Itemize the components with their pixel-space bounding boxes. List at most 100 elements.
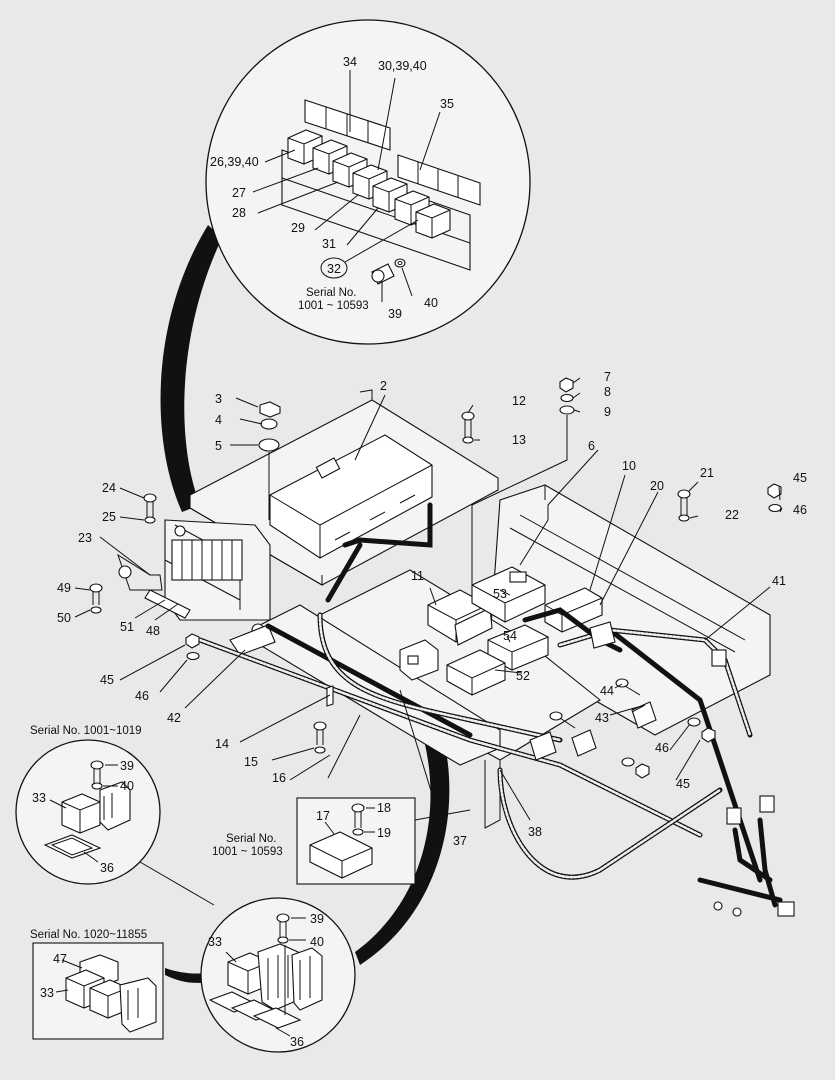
bracket-48-plate [144,589,191,619]
relay-47 [65,954,157,1033]
bolt-44a [615,678,641,696]
connector-arc-top [160,225,222,512]
bolt-15 [313,721,327,745]
nut-45-lower [635,763,650,779]
label-plate-34 [304,99,391,151]
callout-51: 51 [120,620,134,634]
clamp-38 [529,731,557,761]
serial-box-bottom-left: Serial No. 1020~11855 47 33 [30,929,164,1040]
left-detail-circle: Serial No. 1001~1019 39 40 33 36 [15,725,215,906]
grommet-41 [589,621,616,649]
bolt-49 [89,583,103,605]
top-detail-circle: 34 30,39,40 35 26,39,40 27 28 29 31 32 S… [205,19,531,345]
callout-33-box: 33 [40,986,54,1000]
nut-45-right [701,727,716,743]
callout-34: 34 [343,55,357,69]
callout-40-top: 40 [424,296,438,310]
washer-40-left [91,782,103,790]
harness-branch-right [697,817,783,908]
callout-40-left: 40 [120,779,134,793]
washer-46-left [186,651,200,661]
callout-33-bottom: 33 [208,935,222,949]
relay-row [287,129,451,239]
module-17 [309,831,373,879]
gasket-36-left [43,834,102,859]
callout-10: 10 [622,459,636,473]
callout-20: 20 [650,479,664,493]
harness-rear [522,607,623,653]
washer-22 [678,514,690,522]
callout-45-right: 45 [676,777,690,791]
nut-45-top [767,483,782,499]
callout-39-top: 39 [388,307,402,321]
callout-27: 27 [232,186,246,200]
callout-32-circle [320,257,348,279]
bolt-39 [371,263,395,285]
callout-36-bottom: 36 [290,1035,304,1049]
callout-47: 47 [53,952,67,966]
callout-23: 23 [78,531,92,545]
callout-32: 32 [327,262,341,276]
bolt-24 [143,493,157,518]
callout-5: 5 [215,439,222,453]
callout-52: 52 [516,669,530,683]
bracket-42-clip [229,624,276,656]
relay-33-bottom [227,943,323,1011]
washer-40 [394,258,406,268]
washer-9 [559,405,575,415]
callout-45-left: 45 [100,673,114,687]
callout-36-left: 36 [100,861,114,875]
serial-top-range: 1001 ~ 10593 [298,300,369,312]
harness-controller [325,502,433,603]
washer-40-bottom [277,936,289,944]
callout-17: 17 [316,809,330,823]
controller-2 [269,434,433,559]
connector-right-c [777,901,795,917]
nut-3 [259,401,281,418]
nut-45-left [185,633,200,649]
callout-53: 53 [493,587,507,601]
callout-7: 7 [604,370,611,384]
washer-50 [90,606,102,614]
callout-25: 25 [102,510,116,524]
connector-block [399,639,439,681]
callout-15: 15 [244,755,258,769]
washer-16 [314,746,326,754]
callout-24: 24 [102,481,116,495]
callout-9: 9 [604,405,611,419]
callout-18: 18 [377,801,391,815]
washer-4 [260,418,278,430]
serial-box17-range: 1001 ~ 10593 [212,846,283,858]
connector-right-a [726,807,742,825]
washer-46-top [768,503,782,513]
bolt-21 [677,489,691,516]
washer-13 [462,436,474,444]
callout-33-left: 33 [32,791,46,805]
callout-14: 14 [215,737,229,751]
bolt-12 [461,411,475,440]
serial-box17-label: Serial No. [226,833,277,845]
bottom-detail-circle: 39 40 33 36 [200,897,356,1053]
ring-terminal-b [732,907,742,917]
callout-41: 41 [772,574,786,588]
callout-21: 21 [700,466,714,480]
strap-14 [326,685,334,707]
callout-42: 42 [167,711,181,725]
washer-5 [258,438,280,452]
callout-39-bottom: 39 [310,912,324,926]
callout-4: 4 [215,413,222,427]
washer-46-lower [621,757,635,767]
serial-left-circle: Serial No. 1001~1019 [30,725,142,737]
washer-46-right [687,717,701,727]
callout-35: 35 [440,97,454,111]
callout-46-right: 46 [655,741,669,755]
nut-7 [559,377,574,393]
washer-19 [352,828,364,836]
washer-8 [560,393,574,403]
serial-box-17: 18 19 17 Serial No. 1001 ~ 10593 [212,797,471,885]
callout-31: 31 [322,237,336,251]
callout-37: 37 [453,834,467,848]
callout-16: 16 [272,771,286,785]
callout-29: 29 [291,221,305,235]
